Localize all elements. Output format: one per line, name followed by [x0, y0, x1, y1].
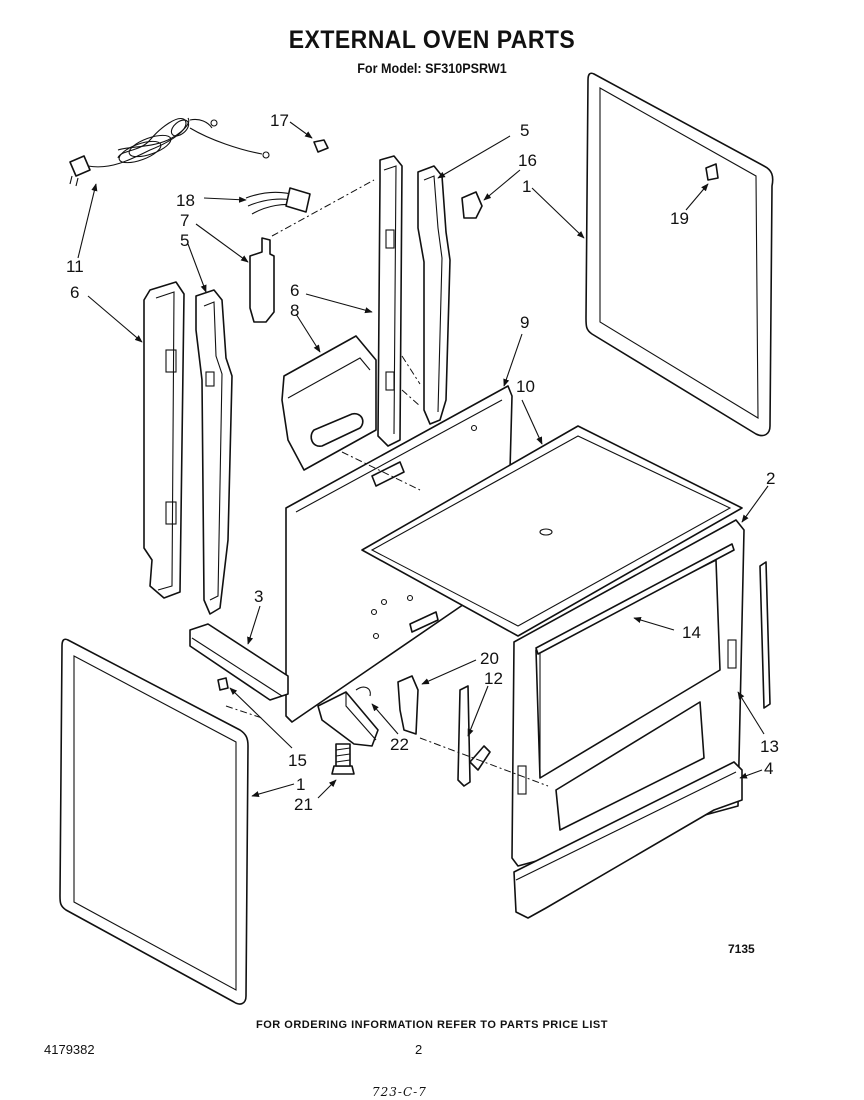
latch-bar-part [457, 685, 491, 787]
callout-2: 2 [766, 469, 775, 488]
bracket-part-20 [397, 675, 419, 735]
callout-18: 18 [176, 191, 195, 210]
floor-panel-part [361, 425, 743, 637]
model-subtitle: For Model: SF310PSRW1 [357, 60, 507, 76]
side-panel-right-part [585, 72, 774, 437]
callout-19: 19 [670, 209, 689, 228]
callout-1-right: 1 [522, 177, 531, 196]
side-trim-right-part [417, 165, 451, 425]
callout-17: 17 [270, 111, 289, 130]
callout-5-right: 5 [520, 121, 529, 140]
page-title: EXTERNAL OVEN PARTS [288, 26, 576, 54]
side-channel-left-part [143, 281, 185, 599]
handwritten-note: 723-C-7 [372, 1085, 427, 1099]
foot-bracket-part [317, 686, 379, 747]
callout-4: 4 [764, 759, 773, 778]
vent-duct-part [281, 335, 377, 471]
bracket-part-16 [461, 191, 483, 219]
callout-9: 9 [520, 313, 529, 332]
callout-5-left: 5 [180, 231, 189, 250]
side-channel-center-part [377, 155, 403, 447]
power-cord-part [69, 117, 270, 187]
side-trim-left-part [195, 289, 233, 615]
ordering-note: FOR ORDERING INFORMATION REFER TO PARTS … [256, 1019, 608, 1031]
callout-13: 13 [760, 737, 779, 756]
callout-22: 22 [390, 735, 409, 754]
callout-11: 11 [66, 257, 84, 276]
callout-21: 21 [294, 795, 313, 814]
trim-strip-14 [535, 543, 735, 655]
callout-8: 8 [290, 301, 299, 320]
callout-3: 3 [254, 587, 263, 606]
callout-10: 10 [516, 377, 535, 396]
side-panel-left-part [59, 638, 249, 1005]
callout-12: 12 [484, 669, 503, 688]
callout-14: 14 [682, 623, 701, 642]
callout-1-left: 1 [296, 775, 305, 794]
kick-plate-part [513, 761, 743, 919]
page-number: 2 [415, 1042, 423, 1057]
callout-6-left: 6 [70, 283, 79, 302]
trim-strip-13 [759, 561, 771, 709]
callout-15: 15 [288, 751, 307, 770]
callout-6-center: 6 [290, 281, 299, 300]
front-frame-part [511, 519, 745, 867]
callout-20: 20 [480, 649, 499, 668]
figure-code: 7135 [728, 942, 755, 956]
bottom-rail-left-part [189, 623, 289, 701]
screw-part-15 [217, 677, 229, 691]
small-clip-part [313, 139, 329, 153]
wire-harness-part [245, 187, 311, 215]
callout-7: 7 [180, 211, 189, 230]
leveling-leg-part [331, 743, 355, 775]
callout-16: 16 [518, 151, 537, 170]
bracket-part-7 [249, 237, 275, 323]
document-number: 4179382 [44, 1042, 95, 1057]
